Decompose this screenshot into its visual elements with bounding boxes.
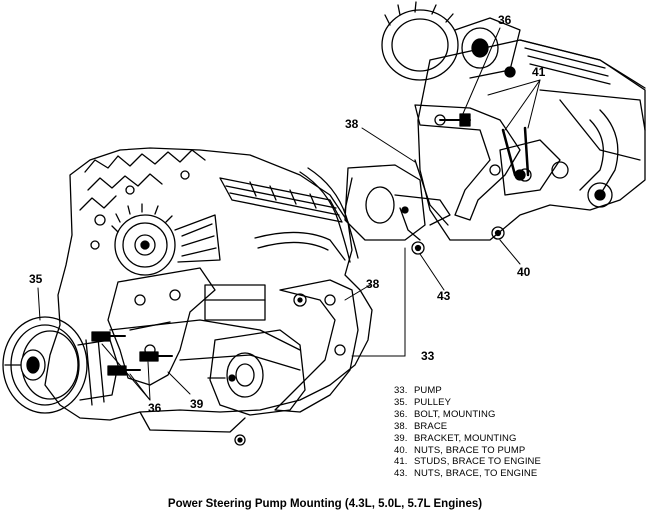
alternator-right: [381, 1, 521, 81]
legend-item: 40.NUTS, BRACE TO PUMP: [394, 444, 526, 456]
callout-33: 33: [421, 349, 435, 363]
callout-labels: 36 41 38 40 43 35 38 33 36 39: [29, 13, 546, 415]
callout-36-bottom: 36: [148, 401, 162, 415]
legend-item: 41.STUDS, BRACE TO ENGINE: [394, 456, 541, 468]
callout-39: 39: [190, 397, 204, 411]
legend-item: 36.BOLT, MOUNTING: [394, 408, 496, 420]
engine-block-right: [417, 39, 646, 241]
callout-36-top: 36: [498, 13, 512, 27]
engine-block-left: [44, 147, 373, 446]
brace-38-left: [274, 279, 359, 413]
bolts-36-bottom: [91, 331, 173, 376]
callout-43: 43: [437, 289, 451, 303]
legend-item: 35.PULLEY: [394, 396, 452, 408]
legend-item: 43.NUTS, BRACE, TO ENGINE: [394, 468, 538, 480]
fasteners-right: [399, 113, 530, 255]
callout-40: 40: [517, 265, 531, 279]
parts-legend: 33.PUMP 35.PULLEY 36.BOLT, MOUNTING 38.B…: [394, 385, 541, 480]
callout-41: 41: [532, 65, 546, 79]
pump-33-left: [207, 329, 306, 416]
legend-item: 39.BRACKET, MOUNTING: [394, 432, 517, 444]
legend-item: 33.PUMP: [394, 385, 442, 396]
mounting-bracket: [107, 267, 216, 386]
legend-item: 38.BRACE: [394, 420, 448, 432]
alternator-left: [111, 203, 221, 276]
callout-38-mid: 38: [366, 277, 380, 291]
callout-35: 35: [29, 272, 43, 286]
callout-38-top: 38: [345, 117, 359, 131]
pulley-35: [2, 316, 119, 414]
figure-caption: Power Steering Pump Mounting (4.3L, 5.0L…: [167, 498, 483, 510]
leader-lines: [37, 27, 541, 401]
pump-33-right: [344, 164, 451, 241]
